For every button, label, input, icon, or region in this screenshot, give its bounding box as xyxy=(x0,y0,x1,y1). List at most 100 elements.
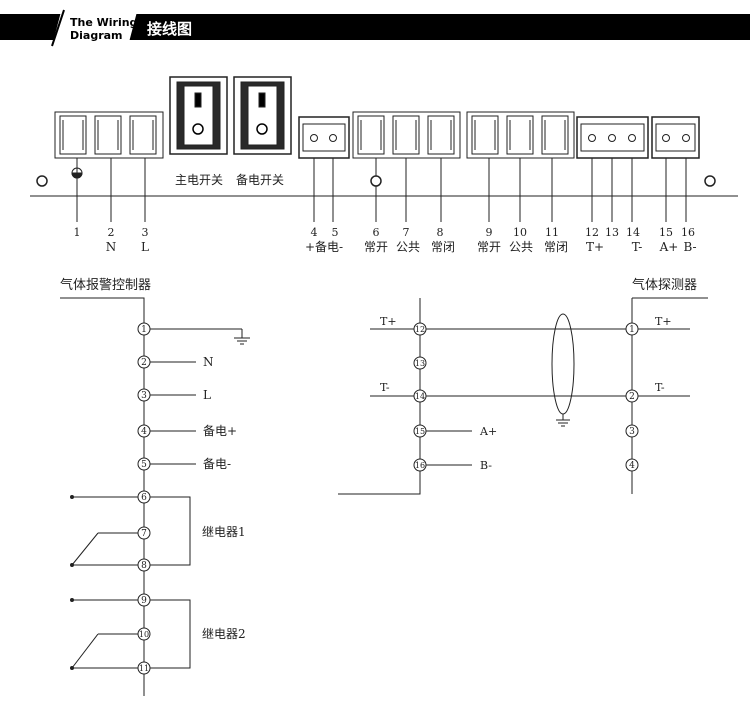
terminal-label-nc: 常闭 xyxy=(544,240,568,254)
detector-pins: 1 2 3 4 xyxy=(625,322,639,472)
detector-title: 气体探测器 xyxy=(632,277,697,293)
terminal-number: 3 xyxy=(142,226,149,239)
terminal-label-com: 公共 xyxy=(509,240,533,254)
pin-circle: 11 xyxy=(137,661,151,675)
mounting-hole-middle xyxy=(370,175,382,187)
terminal-label-tplus: T+ xyxy=(586,240,604,254)
detector-labels: T+ T- T+ T- A+ B- xyxy=(380,315,672,472)
terminal-label-n: N xyxy=(106,240,117,254)
terminal-label-tminus: T- xyxy=(632,240,643,254)
pin-circle: 7 xyxy=(137,526,151,540)
pin-number: 1 xyxy=(141,325,147,335)
terminal-number: 15 xyxy=(659,226,673,239)
terminal-label-no: 常开 xyxy=(477,240,501,254)
pin-number: 14 xyxy=(415,392,425,401)
terminal-label-no: 常开 xyxy=(364,240,388,254)
pin-number: 4 xyxy=(629,461,635,471)
terminal-number: 8 xyxy=(437,226,444,239)
terminal-number: 16 xyxy=(681,226,695,239)
pin-circle: 5 xyxy=(137,457,151,471)
pin-circle: 9 xyxy=(137,593,151,607)
terminal-labels: N L +备电- 常开 公共 常闭 常开 公共 常闭 T+ T- A+ B- xyxy=(106,240,697,254)
header-title-en-1: The Wiring xyxy=(70,16,137,29)
mounting-hole-right xyxy=(704,175,716,187)
pin-circle: 8 xyxy=(137,558,151,572)
signal-label-bminus: B- xyxy=(480,459,492,472)
relay1-label: 继电器1 xyxy=(202,525,246,539)
terminal-number: 10 xyxy=(513,226,527,239)
pin-number: 5 xyxy=(141,460,147,470)
signal-label-tminus-left: T- xyxy=(380,381,390,394)
pin-number: 9 xyxy=(141,596,147,606)
pin-number: 12 xyxy=(415,325,425,334)
pin-circle: 16 xyxy=(413,458,427,472)
pin-number: 3 xyxy=(629,427,635,437)
header-title-cn: 接线图 xyxy=(147,20,192,38)
pin-circle: 4 xyxy=(137,424,151,438)
terminal-number: 4 xyxy=(311,226,318,239)
terminal-label-aplus: A+ xyxy=(659,240,679,254)
pin-number: 6 xyxy=(141,493,147,503)
terminal-number: 7 xyxy=(403,226,410,239)
pin-number: 15 xyxy=(415,427,425,436)
pin-circle: 2 xyxy=(625,389,639,403)
terminal-number: 12 xyxy=(585,226,599,239)
pin-number: 7 xyxy=(141,529,147,539)
signal-label-aplus: A+ xyxy=(479,425,497,438)
pin-circle: 1 xyxy=(625,322,639,336)
pin-number: 1 xyxy=(629,325,635,335)
terminal-number: 14 xyxy=(626,226,640,239)
terminal-number: 11 xyxy=(545,226,559,239)
terminal-label-l: L xyxy=(141,240,149,254)
signal-label-tplus-left: T+ xyxy=(380,315,397,328)
controller-label-backup-plus: 备电+ xyxy=(203,424,237,438)
pin-circle: 1 xyxy=(137,322,151,336)
pin-circle: 12 xyxy=(413,322,427,336)
terminal-block-power xyxy=(54,111,164,159)
backup-switch-label: 备电开关 xyxy=(236,173,284,187)
pin-circle: 3 xyxy=(625,424,639,438)
pin-number: 2 xyxy=(141,358,147,368)
backup-power-switch xyxy=(233,76,292,155)
pin-number: 4 xyxy=(141,427,147,437)
terminal-number: 2 xyxy=(108,226,115,239)
signal-label-tplus-right: T+ xyxy=(655,315,672,328)
terminal-block-relay2 xyxy=(466,111,575,159)
controller-title: 气体报警控制器 xyxy=(60,277,151,293)
terminal-block-signal xyxy=(576,116,649,159)
relay2-label: 继电器2 xyxy=(202,627,246,641)
terminal-number: 6 xyxy=(373,226,380,239)
pin-circle: 13 xyxy=(413,356,427,370)
terminal-number: 5 xyxy=(332,226,339,239)
pin-circle: 10 xyxy=(137,627,151,641)
pin-number: 10 xyxy=(139,630,149,639)
pin-number: 16 xyxy=(415,461,425,470)
controller-label-backup-minus: 备电- xyxy=(203,457,231,471)
pin-circle: 2 xyxy=(137,355,151,369)
terminal-label-com: 公共 xyxy=(396,240,420,254)
header-banner: The Wiring Diagram 接线图 xyxy=(0,8,750,47)
terminal-number: 1 xyxy=(74,226,81,239)
controller-label-n: N xyxy=(203,355,214,369)
pin-number: 11 xyxy=(139,664,149,673)
main-power-switch xyxy=(169,76,228,155)
terminal-block-relay1 xyxy=(352,111,461,159)
terminal-label-bminus: B- xyxy=(683,240,696,254)
pin-number: 8 xyxy=(141,561,147,571)
terminal-block-backup xyxy=(298,116,350,159)
pin-number: 3 xyxy=(141,391,147,401)
pin-circle: 14 xyxy=(413,389,427,403)
terminal-strip xyxy=(30,76,738,222)
mounting-hole-left xyxy=(36,175,48,187)
header-title-en-2: Diagram xyxy=(70,29,123,42)
pin-circle: 4 xyxy=(625,458,639,472)
terminal-number: 13 xyxy=(605,226,619,239)
terminal-label-backup: +备电- xyxy=(305,240,343,254)
pin-circle: 3 xyxy=(137,388,151,402)
detector-ctrl-pins: 12 13 14 15 16 xyxy=(413,322,427,472)
pin-circle: 15 xyxy=(413,424,427,438)
controller-labels: N L 备电+ 备电- 继电器1 继电器2 xyxy=(202,355,246,641)
signal-label-tminus-right: T- xyxy=(655,381,665,394)
terminal-number: 9 xyxy=(486,226,493,239)
